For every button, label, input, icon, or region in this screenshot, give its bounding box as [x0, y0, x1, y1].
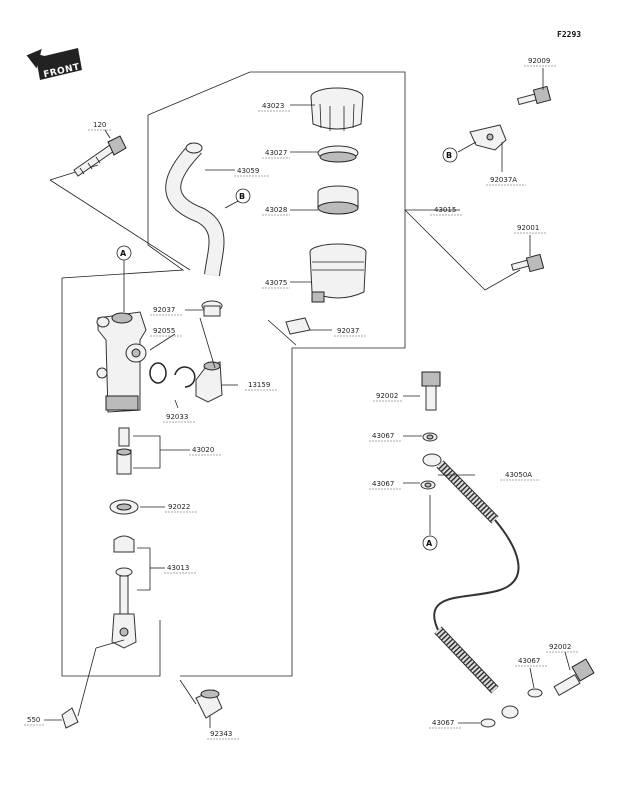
part-label-92037A: 92037A	[490, 176, 517, 184]
bolt-120	[73, 135, 127, 177]
part-label-43067-b: 43067	[372, 480, 394, 488]
part-label-43023: 43023	[262, 102, 284, 110]
svg-text:A: A	[120, 249, 127, 258]
gasket-43067-c	[527, 688, 543, 698]
front-arrow-icon: FRONT	[26, 48, 82, 80]
part-label-43067-d: 43067	[432, 719, 454, 727]
svg-text:B: B	[239, 192, 245, 201]
o-ring-92055	[149, 362, 167, 384]
part-label-43027: 43027	[265, 149, 287, 157]
part-label-120: 120	[93, 121, 106, 129]
leader-lines	[44, 68, 571, 728]
clamp-92037-upper	[201, 300, 223, 317]
cap-92343	[195, 689, 223, 719]
gasket-43067-b	[420, 480, 436, 490]
part-label-92037-lower: 92037	[337, 327, 359, 335]
clamp-92037-lower	[285, 317, 311, 335]
gasket-43067-d	[480, 718, 496, 728]
part-label-43075: 43075	[265, 279, 287, 287]
elbow-fitting-13159	[195, 361, 223, 403]
bracket-92037A	[469, 124, 507, 151]
piston-43020	[116, 427, 132, 475]
reference-b-hose: B	[235, 188, 251, 204]
part-label-92037-upper: 92037	[153, 306, 175, 314]
reservoir-cap-43023	[310, 87, 364, 131]
part-label-92343: 92343	[210, 730, 232, 738]
diaphragm-43028	[317, 185, 359, 215]
push-rod-43013	[111, 535, 137, 649]
reference-a-top: A	[116, 245, 132, 261]
circlip-92033	[174, 366, 196, 388]
reservoir-43075	[309, 243, 367, 303]
label-underlines	[24, 65, 578, 740]
part-label-43067-a: 43067	[372, 432, 394, 440]
part-label-92002-upper: 92002	[376, 392, 398, 400]
part-label-43013: 43013	[167, 564, 189, 572]
diaphragm-plate-43027	[317, 145, 359, 163]
part-label-43028: 43028	[265, 206, 287, 214]
part-label-92033: 92033	[166, 413, 188, 421]
part-label-92009: 92009	[528, 57, 550, 65]
part-label-43050A: 43050A	[505, 471, 532, 479]
seal-92022	[109, 499, 139, 515]
gasket-43067-a	[422, 432, 438, 442]
part-label-43067-c: 43067	[518, 657, 540, 665]
brake-hose-43050A	[422, 453, 520, 719]
banjo-bolt-92002-upper	[421, 371, 441, 411]
bolt-92001	[510, 253, 545, 273]
part-label-92002-lower: 92002	[549, 643, 571, 651]
reference-b-bracket: B	[442, 147, 458, 163]
pin-550	[61, 707, 79, 729]
part-label-92055: 92055	[153, 327, 175, 335]
part-label-550: 550	[27, 716, 40, 724]
part-label-92001: 92001	[517, 224, 539, 232]
banjo-bolt-92002-lower	[553, 658, 595, 697]
master-cylinder-body	[96, 311, 147, 413]
reference-a-hose: A	[422, 535, 438, 551]
bolt-92009	[516, 85, 552, 106]
part-label-43020: 43020	[192, 446, 214, 454]
svg-text:A: A	[426, 539, 433, 548]
svg-text:B: B	[446, 151, 452, 160]
part-labels: 43023 43027 43059 43028 43015 43075 9200…	[27, 57, 571, 738]
part-label-13159: 13159	[248, 381, 270, 389]
hose-43059	[165, 142, 225, 277]
figure-id: F2293	[557, 30, 581, 39]
part-label-43059: 43059	[237, 167, 259, 175]
part-label-92022: 92022	[168, 503, 190, 511]
part-label-43015: 43015	[434, 206, 456, 214]
